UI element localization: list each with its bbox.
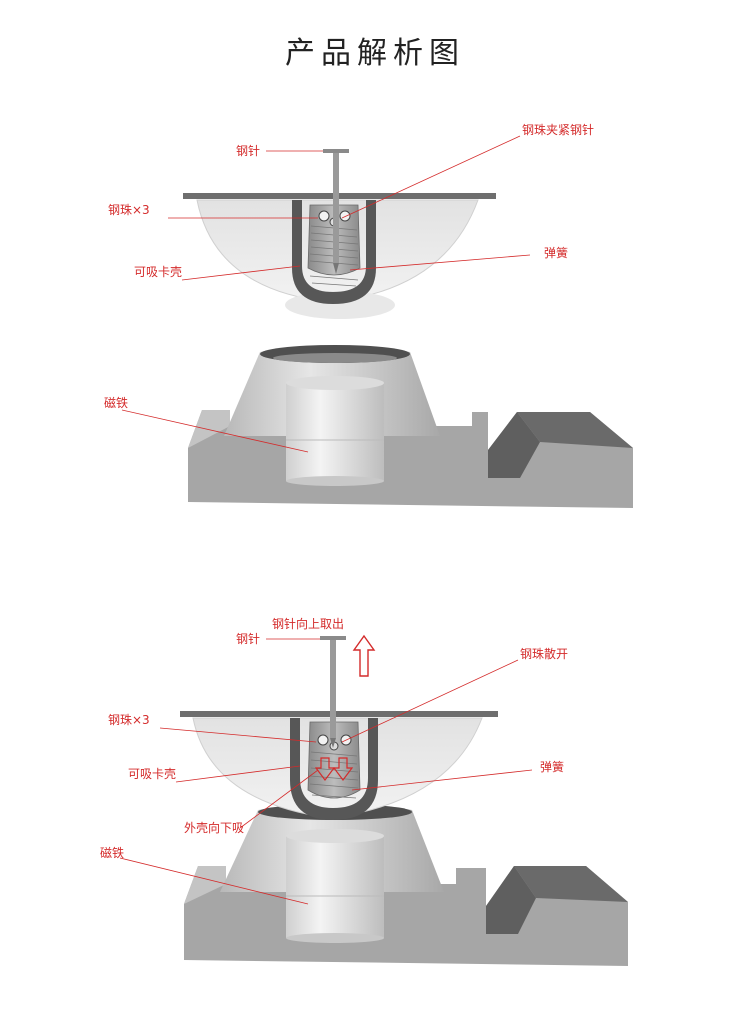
base-step (514, 866, 628, 902)
needle-head (323, 149, 349, 153)
base-slot (488, 412, 540, 478)
magnet-top (286, 829, 384, 843)
label-spring: 弹簧 (544, 245, 568, 260)
needle-shaft (330, 640, 336, 738)
needle-shaft (333, 153, 339, 263)
label-needle-out: 钢针向上取出 (272, 616, 344, 631)
cap-plate (183, 193, 496, 199)
figure-2-released: 钢针向上取出 钢针 钢珠散开 钢珠×3 可吸卡壳 弹簧 外壳向下吸 磁铁 (100, 616, 628, 966)
page-title: 产品解析图 (285, 36, 465, 71)
label-shell-down: 外壳向下吸 (184, 820, 244, 835)
down-arrow-icon (314, 757, 336, 781)
suction-shell (290, 718, 378, 820)
label-needle: 钢针 (236, 143, 260, 158)
label-ball-clamp: 钢珠夹紧钢针 (522, 122, 594, 137)
base-top-face (184, 866, 226, 904)
steel-ball (318, 210, 330, 222)
magnet-top (286, 376, 384, 390)
suction-shell (292, 200, 376, 304)
cone-opening-inner (273, 353, 397, 363)
base-step (517, 412, 633, 448)
magnet-bottom (286, 476, 384, 486)
base-slot (486, 866, 536, 934)
cap-plate (180, 711, 498, 717)
magnet-cylinder (286, 836, 384, 938)
needle-tip (333, 263, 339, 274)
magnet-cylinder (286, 383, 384, 481)
steel-ball (317, 734, 329, 746)
label-magnet: 磁铁 (104, 395, 128, 410)
figure-1-clamped: 钢针 钢珠夹紧钢针 钢珠×3 弹簧 可吸卡壳 磁铁 (104, 122, 633, 508)
up-arrow-icon (352, 634, 376, 677)
label-shell: 可吸卡壳 (134, 265, 182, 279)
label-ball-spread: 钢珠散开 (520, 646, 568, 661)
label-needle: 钢针 (236, 631, 260, 646)
label-magnet: 磁铁 (100, 845, 124, 860)
needle-tip (330, 738, 336, 748)
label-spring: 弹簧 (540, 759, 564, 774)
magnet-bottom (286, 933, 384, 943)
label-shell: 可吸卡壳 (128, 767, 176, 781)
down-arrow-icon (332, 757, 354, 781)
base-top-face (188, 410, 230, 448)
label-balls: 钢珠×3 (108, 203, 150, 217)
needle-head (320, 636, 346, 640)
label-balls: 钢珠×3 (108, 713, 150, 727)
steel-ball (339, 210, 351, 222)
